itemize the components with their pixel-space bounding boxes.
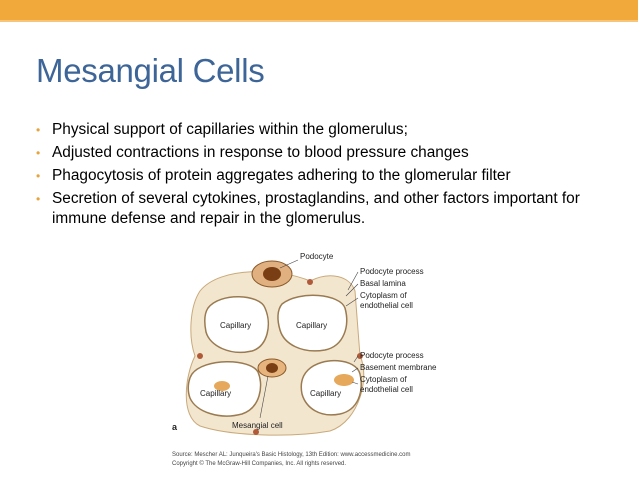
bullet-item: • Physical support of capillaries within … — [36, 120, 626, 140]
label-cytoplasm: Cytoplasm of — [360, 291, 407, 300]
bullet-marker: • — [36, 123, 41, 137]
bullet-text: Phagocytosis of protein aggregates adher… — [52, 167, 511, 184]
label-podocyte-process: Podocyte process — [360, 267, 424, 276]
capillary-lumen-bottom-right — [300, 359, 362, 416]
bullet-text: Secretion of several cytokines, prostagl… — [52, 190, 580, 227]
leader-line — [351, 367, 359, 373]
leader-line — [351, 381, 359, 385]
bullet-item: • Phagocytosis of protein aggregates adhe… — [36, 166, 626, 186]
top-accent-bar — [0, 0, 638, 22]
bullet-marker: • — [36, 146, 41, 160]
label-mesangial-cell: Mesangial cell — [232, 421, 283, 430]
panel-letter: a — [172, 422, 178, 432]
slide-title: Mesangial Cells — [36, 52, 265, 89]
figure-source: Source: Mescher AL: Junqueira's Basic Hi… — [172, 451, 410, 469]
foot-process — [253, 429, 259, 435]
label-capillary: Capillary — [310, 389, 341, 398]
leader-line — [345, 297, 359, 307]
leader-line — [353, 355, 359, 363]
label-capillary: Capillary — [296, 321, 327, 330]
bullet-marker: • — [36, 192, 41, 206]
label-endothelial-cell: endothelial cell — [360, 301, 413, 310]
leader-line — [345, 283, 359, 297]
mesangial-nucleus — [266, 363, 278, 373]
bullet-text: Physical support of capillaries within t… — [52, 121, 408, 138]
label-basal-lamina: Basal lamina — [360, 279, 406, 288]
leader-line — [347, 271, 359, 291]
label-podocyte: Podocyte — [300, 252, 334, 261]
podocyte-nucleus — [263, 267, 281, 281]
source-line: Source: Mescher AL: Junqueira's Basic Hi… — [172, 452, 411, 458]
capillary-lumen-top-left — [203, 296, 269, 353]
capillary-lumen-top-right — [277, 294, 348, 352]
label-capillary: Capillary — [200, 389, 231, 398]
endothelial-cell — [334, 374, 354, 386]
bullet-text: Adjusted contractions in response to blo… — [52, 144, 469, 161]
bullet-item: • Adjusted contractions in response to bl… — [36, 143, 626, 163]
foot-process — [357, 353, 363, 359]
label-podocyte-process: Podocyte process — [360, 351, 424, 360]
leader-line — [259, 375, 269, 419]
bullet-item: • Secretion of several cytokines, prostag… — [36, 189, 626, 229]
foot-process — [197, 353, 203, 359]
label-endothelial-cell: endothelial cell — [360, 385, 413, 394]
bullet-list: • Physical support of capillaries within … — [36, 120, 626, 232]
label-basement-membrane: Basement membrane — [360, 363, 437, 372]
foot-process — [307, 279, 313, 285]
copyright-line: Copyright © The McGraw-Hill Companies, I… — [172, 461, 347, 467]
glomerulus-diagram: Podocyte Podocyte process Basal lamina C… — [172, 252, 437, 436]
endothelial-cell — [214, 381, 230, 391]
label-cytoplasm: Cytoplasm of — [360, 375, 407, 384]
label-capillary: Capillary — [220, 321, 251, 330]
bullet-marker: • — [36, 169, 41, 183]
leader-line — [279, 259, 299, 269]
